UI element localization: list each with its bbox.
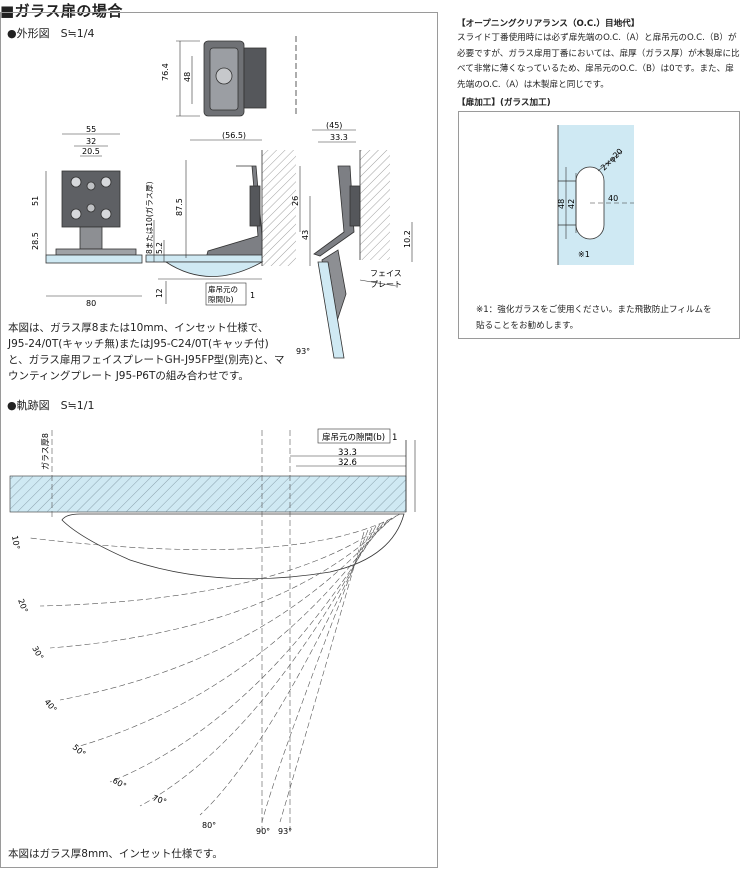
hinge-side-view-open	[145, 150, 296, 277]
dim-93a: 93°	[296, 347, 310, 356]
dim-42-glass: 42	[567, 199, 576, 209]
face-plate-1: フェイス	[370, 269, 402, 278]
dim-33-3a: 33.3	[330, 133, 348, 142]
dim-80a: 80	[86, 299, 96, 308]
track-dim-33-3: 33.3	[338, 448, 357, 458]
outer-description: 本図は、ガラス厚8または10mm、インセット仕様で、J95-24/0T(キャッチ…	[8, 322, 285, 382]
dim-48: 48	[183, 72, 192, 82]
gap-label-1: 扉吊元の	[208, 284, 238, 294]
dim-5-2: 5.2	[155, 242, 164, 254]
angle-40: 40°	[42, 698, 58, 715]
dim-48-glass: 48	[557, 199, 566, 209]
angle-50: 50°	[71, 743, 88, 759]
processing-note: ※1：強化ガラスをご使用ください。また飛散防止フィルムを貼ることをお勧めします。	[476, 305, 712, 331]
track-heading: ●軌跡図 S≒1/1	[7, 399, 95, 412]
mounting-plate-front	[45, 170, 143, 264]
angle-20: 20°	[16, 598, 29, 614]
track-caption: 本図はガラス厚8mm、インセット仕様です。	[8, 848, 223, 860]
dim-26: 26	[291, 196, 300, 206]
glass-processing-drawing: 2×φ20 48 42 40 ※1	[557, 125, 634, 265]
angle-10: 10°	[10, 535, 21, 551]
note-mark: ※1	[578, 250, 590, 259]
dim-56-5: (56.5)	[222, 131, 246, 140]
dim-40-glass: 40	[608, 194, 618, 203]
dim-20-5: 20.5	[82, 147, 100, 156]
face-plate-2: プレート	[370, 280, 402, 289]
dim-87-5: 87.5	[175, 198, 184, 216]
dim-76-4: 76.4	[161, 63, 170, 81]
dim-10-2: 10.2	[403, 230, 412, 248]
angle-60: 60°	[111, 776, 128, 791]
outer-heading: ●外形図 S≒1/4	[7, 27, 95, 40]
clearance-text: スライド丁番使用時には必ず扉先端のO.C.（A）と扉吊元のO.C.（B）が必要で…	[457, 33, 740, 90]
track-dim-1: 1	[392, 433, 397, 443]
angle-30: 30°	[30, 645, 45, 662]
dim-51: 51	[31, 196, 40, 206]
track-gap-label: 扉吊元の隙間(b)	[322, 432, 385, 443]
gap-label-2: 隙間(b)	[208, 295, 234, 304]
dim-28-5: 28.5	[31, 232, 40, 250]
angle-70: 70°	[151, 793, 167, 806]
glass-thickness-label: ガラス厚8	[40, 433, 50, 470]
dim-8or10: 8または10(ガラス厚)	[144, 181, 154, 254]
dim-55: 55	[86, 125, 96, 134]
processing-heading: 【扉加工】(ガラス加工)	[457, 98, 551, 108]
dim-1a: 1	[250, 291, 255, 300]
hinge-top-view	[203, 36, 297, 117]
angle-90: 90°	[256, 827, 270, 836]
dim-32: 32	[86, 137, 96, 146]
hinge-side-view-93	[313, 150, 390, 359]
dim-43: 43	[301, 230, 310, 240]
track-dim-32-6: 32.6	[338, 458, 357, 468]
left-panel	[0, 12, 438, 868]
dim-45: (45)	[326, 121, 342, 130]
page-title: ■ガラス扉の場合	[0, 2, 123, 20]
track-drawing: 扉吊元の隙間(b) 1 33.3 32.6 ガラス厚8 10° 20° 30° …	[9, 428, 416, 836]
outer-drawing: 76.4 48 55 32 20.5 51 28.5 80 (56.5) 87.	[31, 36, 413, 359]
angle-93: 93°	[278, 827, 292, 836]
angle-80: 80°	[202, 821, 216, 830]
clearance-heading: 【オープニングクリアランス（O.C.）目地代】	[457, 19, 640, 29]
dim-12: 12	[155, 288, 164, 298]
